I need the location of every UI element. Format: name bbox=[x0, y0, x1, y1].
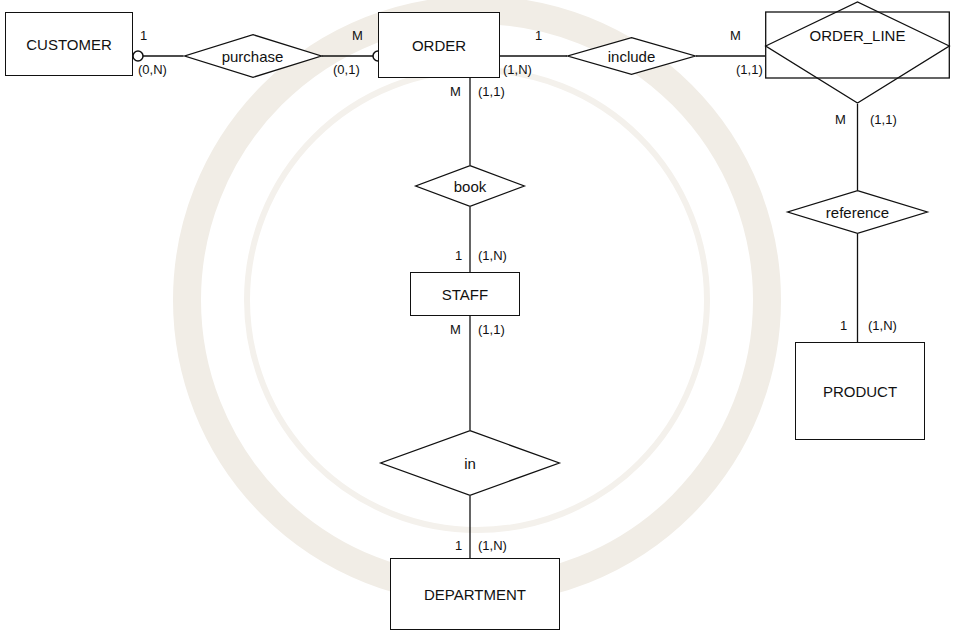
cardinality-label: 1 bbox=[840, 318, 847, 333]
cardinality-label: (0,1) bbox=[333, 62, 360, 77]
diamond-outline bbox=[788, 191, 928, 234]
node-text-group: reference bbox=[826, 204, 889, 221]
relationship-diamond: purchase bbox=[184, 34, 322, 78]
relationship-diamond: in bbox=[380, 430, 560, 496]
relationship-line bbox=[500, 55, 567, 56]
relationship-line bbox=[469, 78, 470, 165]
relationship-line bbox=[469, 496, 470, 558]
relationship-line bbox=[857, 234, 858, 342]
optional-circle bbox=[133, 51, 143, 61]
node-text-group: book bbox=[454, 178, 487, 195]
node-text-group: PRODUCT bbox=[823, 383, 897, 400]
entity-box: CUSTOMER bbox=[5, 12, 133, 76]
entity-name: PRODUCT bbox=[823, 383, 897, 400]
associative-outline bbox=[765, 0, 950, 104]
entity-box: STAFF bbox=[410, 272, 520, 316]
cardinality-label: 1 bbox=[535, 28, 542, 43]
entity-box: PRODUCT bbox=[795, 342, 925, 440]
relationship-diamond: include bbox=[567, 37, 696, 75]
cardinality-label: M bbox=[730, 28, 741, 43]
node-text-group: ORDER bbox=[412, 37, 466, 54]
entity-name: ORDER_LINE bbox=[810, 27, 906, 44]
entity-name: include bbox=[608, 48, 656, 65]
entity-name: ORDER bbox=[412, 37, 466, 54]
watermark-ring bbox=[187, 10, 767, 590]
node-text-group: purchase bbox=[222, 48, 284, 65]
entity-name: in bbox=[464, 455, 476, 472]
cardinality-label: (1,N) bbox=[503, 62, 532, 77]
relationship-diamond: book bbox=[415, 165, 525, 207]
node-text-group: DEPARTMENT bbox=[424, 586, 526, 603]
entity-rect bbox=[766, 12, 950, 78]
cardinality-label: 1 bbox=[140, 28, 147, 43]
cardinality-label: M bbox=[352, 28, 363, 43]
entity-name: DEPARTMENT bbox=[424, 586, 526, 603]
cardinality-label: M bbox=[835, 112, 846, 127]
cardinality-label: (1,1) bbox=[870, 112, 897, 127]
entity-name: STAFF bbox=[442, 286, 488, 303]
cardinality-label: (1,1) bbox=[478, 322, 505, 337]
relationship-line bbox=[469, 316, 470, 430]
node-text-group: ORDER_LINE bbox=[810, 27, 906, 44]
cardinality-label: (0,N) bbox=[138, 62, 167, 77]
diamond-outline bbox=[416, 166, 525, 207]
cardinality-label: 1 bbox=[455, 538, 462, 553]
entity-name: purchase bbox=[222, 48, 284, 65]
cardinality-label: M bbox=[450, 322, 461, 337]
cardinality-label: M bbox=[450, 84, 461, 99]
cardinality-label: 1 bbox=[455, 248, 462, 263]
relationship-diamond bbox=[766, 2, 950, 103]
relationship-line bbox=[857, 104, 858, 190]
cardinality-label: (1,1) bbox=[478, 84, 505, 99]
cardinality-label: (1,N) bbox=[868, 318, 897, 333]
diamond-outline bbox=[184, 35, 321, 78]
entity-name: CUSTOMER bbox=[26, 36, 112, 53]
associative-entity: ORDER_LINE bbox=[765, 0, 950, 104]
entity-box: DEPARTMENT bbox=[390, 558, 560, 630]
relationship-line bbox=[696, 55, 765, 56]
node-text-group: include bbox=[608, 48, 656, 65]
node-text-group: in bbox=[464, 455, 476, 472]
relationship-diamond: reference bbox=[787, 190, 928, 234]
cardinality-label: (1,N) bbox=[478, 248, 507, 263]
cardinality-label: (1,N) bbox=[478, 538, 507, 553]
relationship-line bbox=[469, 207, 470, 272]
diamond-outline bbox=[381, 431, 560, 496]
node-text-group: STAFF bbox=[442, 286, 488, 303]
node-text-group: CUSTOMER bbox=[26, 36, 112, 53]
relationship-line bbox=[322, 55, 379, 56]
watermark-ring bbox=[247, 70, 707, 530]
entity-name: reference bbox=[826, 204, 889, 221]
diamond-outline bbox=[568, 38, 696, 75]
entity-name: book bbox=[454, 178, 487, 195]
entity-box: ORDER bbox=[378, 12, 500, 78]
cardinality-label: (1,1) bbox=[736, 62, 763, 77]
